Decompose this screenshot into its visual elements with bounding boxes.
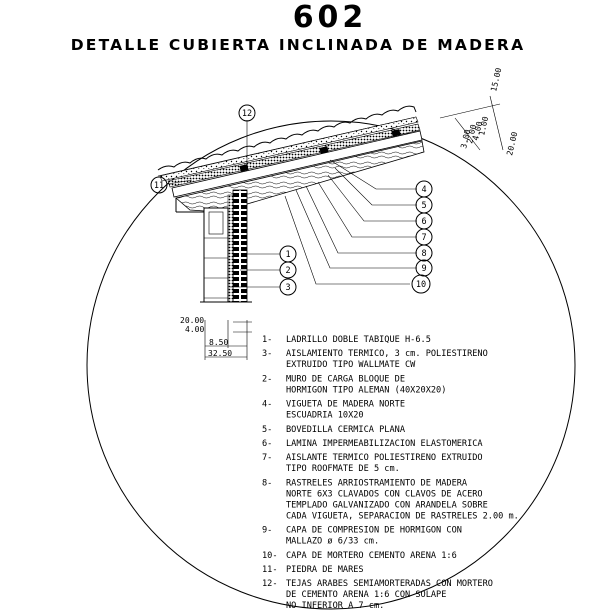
legend-text: BOVEDILLA CERMICA PLANA: [286, 425, 406, 435]
wall-assembly: [200, 189, 252, 303]
roof-dim: 4.00: [471, 120, 484, 141]
roof-dimensions: 15.00 1.00 4.00 2.00 3.00 20.00: [439, 67, 519, 157]
legend-text: EXTRUIDO TIPO WALLMATE CW: [286, 360, 416, 370]
svg-text:9: 9: [421, 264, 426, 274]
legend-text: CADA VIGUETA, SEPARACION DE RASTRELES 2.…: [286, 511, 519, 521]
svg-text:2: 2: [285, 266, 290, 276]
callout-6: 6: [415, 212, 433, 230]
legend-text: AISLANTE TERMICO POLIESTIRENO EXTRUIDO: [286, 453, 483, 463]
legend-text: TIPO ROOFMATE DE 5 cm.: [286, 464, 400, 474]
callout-12: 12: [238, 104, 256, 122]
legend-number: 10-: [262, 551, 278, 561]
legend-text: NO INFERIOR A 7 cm.: [286, 601, 384, 611]
legend-text: VIGUETA DE MADERA NORTE: [286, 400, 405, 410]
legend-number: 4-: [262, 400, 272, 410]
legend-text: ESCUADRIA 10X20: [286, 411, 364, 421]
roof-dim: 20.00: [505, 131, 519, 157]
wall-dimensions: 20.00 4.00 8.50 32.50: [180, 316, 252, 360]
callout-bubbles: 1 2 3 4 5 6 7 8: [150, 104, 433, 296]
svg-text:8: 8: [421, 249, 426, 259]
legend-text: TEMPLADO GALVANIZADO CON ARANDELA SOBRE: [286, 500, 488, 510]
legend-text: LADRILLO DOBLE TABIQUE H-6.5: [286, 335, 431, 345]
legend-text: MALLAZO ø 6/33 cm.: [286, 537, 379, 547]
roof-dim: 2.00: [465, 123, 478, 144]
callout-9: 9: [415, 259, 433, 277]
gravel-layer: [159, 116, 419, 182]
roof-dim: 15.00: [489, 67, 503, 93]
legend-text: PIEDRA DE MARES: [286, 565, 364, 575]
legend-number: 9-: [262, 526, 272, 536]
legend-text: AISLAMIENTO TERMICO, 3 cm. POLIESTIRENO: [286, 349, 488, 359]
svg-text:6: 6: [421, 217, 426, 227]
batten: [391, 129, 401, 137]
legend-number: 1-: [262, 335, 272, 345]
block-cell: [208, 211, 224, 235]
callout-1: 1: [279, 245, 297, 263]
svg-text:11: 11: [154, 181, 164, 191]
insulation-layer: [227, 194, 234, 303]
legend-number: 2-: [262, 374, 272, 384]
roof-dim: 3.00: [459, 128, 472, 149]
legend-text: NORTE 6X3 CLAVADOS CON CLAVOS DE ACERO: [286, 489, 483, 499]
legend-number: 6-: [262, 439, 272, 449]
legend-text: RASTRELES ARRIOSTRAMIENTO DE MADERA: [286, 478, 468, 488]
legend-text: MURO DE CARGA BLOQUE DE: [286, 374, 405, 384]
callout-10: 10: [411, 274, 431, 294]
legend-text: HORMIGON TIPO ALEMAN (40X20X20): [286, 385, 446, 395]
roof-dim: 1.00: [477, 115, 490, 136]
svg-text:10: 10: [416, 280, 426, 290]
svg-text:5: 5: [421, 201, 426, 211]
callout-7: 7: [415, 228, 433, 246]
legend-text: CAPA DE MORTERO CEMENTO ARENA 1:6: [286, 551, 457, 561]
callout-leaders: [167, 120, 417, 288]
callout-11: 11: [150, 176, 168, 194]
callout-5: 5: [415, 196, 433, 214]
callout-3: 3: [279, 278, 297, 296]
svg-text:4: 4: [421, 185, 426, 195]
legend-number: 7-: [262, 453, 272, 463]
callout-2: 2: [279, 261, 297, 279]
legend-text: TEJAS ARABES SEMIAMORTERADAS CON MORTERO: [286, 579, 493, 589]
batten-insulation-layer: [171, 130, 423, 198]
wall-dim: 4.00: [185, 325, 204, 334]
svg-text:12: 12: [242, 109, 252, 119]
materials-legend: 1- LADRILLO DOBLE TABIQUE H-6.5 3- AISLAMIE…: [262, 335, 519, 611]
legend-number: 8-: [262, 478, 272, 488]
compression-layer: [167, 123, 421, 188]
wall-dim: 8.50: [209, 338, 228, 347]
detail-title: DETALLE CUBIERTA INCLINADA DE MADERA: [71, 36, 526, 54]
detail-number: 602: [293, 0, 368, 35]
batten: [319, 146, 329, 154]
legend-number: 3-: [262, 349, 272, 359]
roof-assembly: [157, 105, 425, 213]
batten: [239, 164, 249, 172]
callout-4: 4: [415, 180, 433, 198]
svg-text:1: 1: [285, 250, 290, 260]
roof-tiles: [157, 105, 417, 171]
svg-text:7: 7: [421, 233, 426, 243]
legend-number: 12-: [262, 579, 278, 589]
wall-dim: 32.50: [208, 349, 232, 358]
detail-circle: [86, 120, 576, 610]
legend-text: DE CEMENTO ARENA 1:6 CON SOLAPE: [286, 590, 446, 600]
svg-text:3: 3: [285, 283, 290, 293]
legend-number: 5-: [262, 425, 272, 435]
brick-wall: [232, 189, 248, 303]
legend-text: LAMINA IMPERMEABILIZACION ELASTOMERICA: [286, 439, 483, 449]
legend-number: 11-: [262, 565, 278, 575]
wall-dim: 20.00: [180, 316, 204, 325]
legend-text: CAPA DE COMPRESION DE HORMIGON CON: [286, 526, 462, 536]
callout-8: 8: [415, 244, 433, 262]
